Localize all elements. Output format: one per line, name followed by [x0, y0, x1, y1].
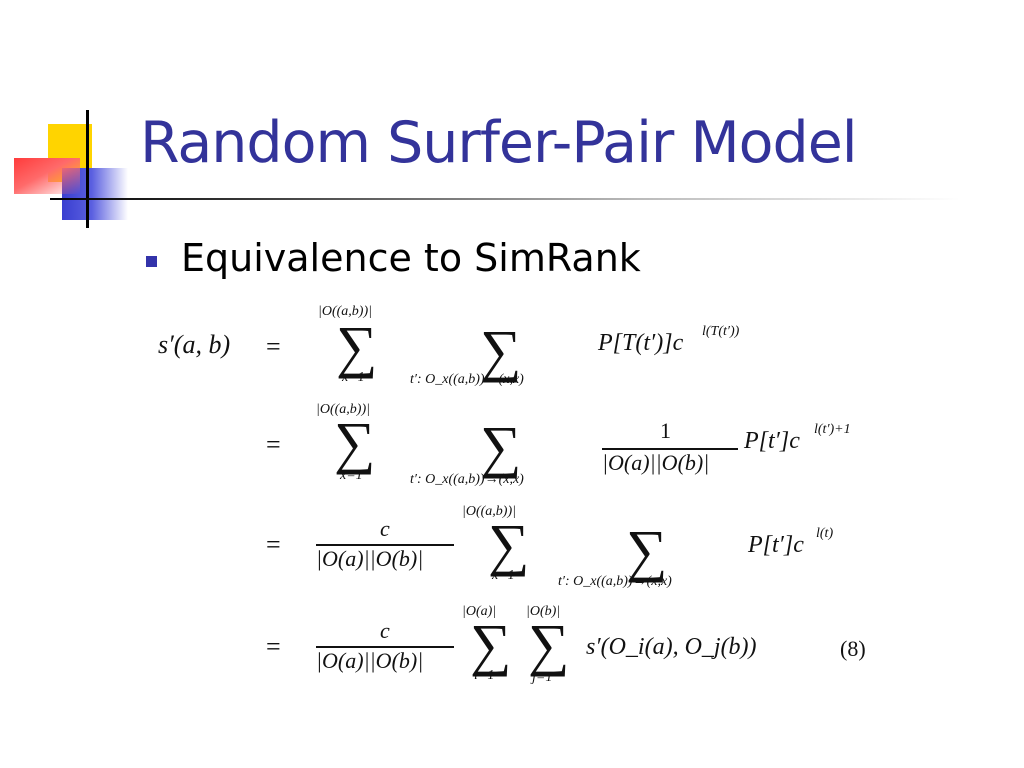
- equation-exponent: l(T(t′)): [702, 324, 740, 339]
- summation-icon: ∑: [470, 612, 512, 677]
- fraction-numerator: c: [380, 618, 390, 643]
- sum-lower-limit: x=1: [342, 370, 365, 385]
- equation-term: s′(O_i(a), O_j(b)): [586, 634, 757, 660]
- sum-upper-limit: |O(a)|: [462, 604, 497, 619]
- bullet-item: Equivalence to SimRank: [146, 236, 641, 280]
- sum-upper-limit: |O(b)|: [526, 604, 561, 619]
- equation-lhs: s′(a, b): [158, 330, 231, 359]
- fraction-bar: [316, 544, 454, 546]
- equation-number: (8): [840, 636, 866, 661]
- decorative-vertical-line: [86, 110, 89, 228]
- sum-lower-limit: t′: O_x((a,b))→(x,x): [558, 574, 672, 589]
- fraction-denominator: |O(a)||O(b)|: [316, 648, 424, 673]
- summation-icon: ∑: [334, 410, 376, 475]
- bullet-text: Equivalence to SimRank: [181, 236, 641, 280]
- sum-lower-limit: t′: O_x((a,b))→(x,x): [410, 472, 524, 487]
- slide-title: Random Surfer-Pair Model: [140, 110, 858, 176]
- equals-sign: =: [266, 332, 281, 361]
- equation-exponent: l(t): [816, 526, 834, 541]
- equation-term: P[t′]c: [748, 532, 804, 558]
- fraction-denominator: |O(a)||O(b)|: [316, 546, 424, 571]
- sum-upper-limit: |O((a,b))|: [318, 304, 372, 319]
- sum-lower-limit: t′: O_x((a,b))→(x,x): [410, 372, 524, 387]
- sum-upper-limit: |O((a,b))|: [316, 402, 370, 417]
- equation-exponent: l(t′)+1: [814, 422, 851, 437]
- summation-icon: ∑: [480, 318, 522, 383]
- summation-icon: ∑: [528, 612, 570, 677]
- sum-lower-limit: i=1: [474, 668, 495, 683]
- sum-upper-limit: |O((a,b))|: [462, 504, 516, 519]
- summation-icon: ∑: [336, 314, 378, 379]
- equation-term: P[T(t′)]c: [598, 330, 684, 356]
- sum-lower-limit: x=1: [492, 568, 515, 583]
- fraction-bar: [316, 646, 454, 648]
- equation-term: P[t′]c: [744, 428, 800, 454]
- equals-sign: =: [266, 530, 281, 559]
- decorative-red-square: [14, 158, 80, 194]
- sum-lower-limit: j=1: [532, 670, 553, 685]
- summation-icon: ∑: [626, 518, 668, 583]
- sum-lower-limit: x=1: [340, 468, 363, 483]
- fraction-numerator: 1: [660, 418, 671, 443]
- fraction-numerator: c: [380, 516, 390, 541]
- summation-icon: ∑: [480, 414, 522, 479]
- bullet-square-icon: [146, 255, 157, 267]
- equals-sign: =: [266, 430, 281, 459]
- summation-icon: ∑: [488, 512, 530, 577]
- fraction-denominator: |O(a)||O(b)|: [602, 450, 710, 475]
- title-underline: [50, 198, 960, 200]
- fraction-bar: [602, 448, 738, 450]
- equals-sign: =: [266, 632, 281, 661]
